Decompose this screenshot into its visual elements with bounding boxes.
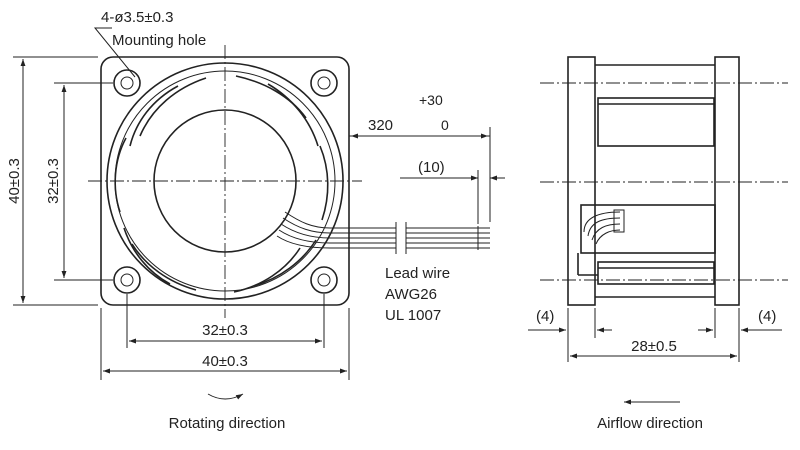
rotating-direction: Rotating direction [169, 393, 286, 432]
strip-length-label: (10) [418, 159, 445, 176]
width-pitch-label: 32±0.3 [202, 322, 248, 339]
height-outer-label: 40±0.3 [6, 158, 23, 204]
lead-length-nominal: 320 [368, 117, 393, 134]
mounting-hole-label: Mounting hole [112, 32, 206, 49]
lead-wire-label: Lead wire AWG26 UL 1007 [385, 265, 450, 324]
dimension-width-outer: 40±0.3 [100, 308, 350, 380]
mounting-hole-top-right [310, 69, 338, 97]
dimension-width-pitch: 32±0.3 [126, 294, 325, 348]
fan-blades [114, 75, 329, 293]
dimension-flange-right: (4) [698, 308, 782, 333]
side-housing [577, 64, 716, 298]
lead-wire-label-line3: UL 1007 [385, 307, 441, 324]
dimension-flange-left: (4) [528, 308, 612, 333]
mounting-hole-bottom-right [310, 266, 338, 294]
mounting-hole-spec: 4-ø3.5±0.3 [101, 9, 173, 26]
lead-wire-bundle [276, 211, 490, 254]
depth-label: 28±0.5 [631, 338, 677, 355]
rotating-direction-label: Rotating direction [169, 415, 286, 432]
lead-wire-label-line1: Lead wire [385, 265, 450, 282]
mounting-hole-callout: 4-ø3.5±0.3 Mounting hole [93, 9, 206, 78]
lead-wire-label-line2: AWG26 [385, 286, 437, 303]
dimension-lead-length: +30 320 0 [349, 92, 491, 222]
rotating-direction-arrow-icon [207, 393, 244, 400]
side-view: (4) (4) 28±0.5 Airflow direction [528, 56, 788, 432]
side-flange-left [567, 56, 596, 306]
width-outer-label: 40±0.3 [202, 353, 248, 370]
side-flange-right [714, 56, 740, 306]
dimension-depth: 28±0.5 [570, 338, 737, 359]
mounting-hole-top-left [113, 69, 141, 97]
mounting-holes [113, 69, 338, 294]
front-view: 4-ø3.5±0.3 Mounting hole 40±0.3 32±0.3 3… [6, 9, 505, 432]
airflow-direction-label: Airflow direction [597, 415, 703, 432]
side-extension-lines [567, 308, 740, 362]
lead-length-tolerance-upper: +30 [419, 92, 443, 108]
flange-right-label: (4) [758, 308, 776, 325]
airflow-direction: Airflow direction [597, 399, 703, 432]
lead-length-tolerance-lower: 0 [441, 117, 449, 133]
dimension-height-pitch: 32±0.3 [45, 82, 113, 281]
mounting-hole-bottom-left [113, 266, 141, 294]
dimension-height-outer: 40±0.3 [6, 56, 98, 306]
flange-left-label: (4) [536, 308, 554, 325]
height-pitch-label: 32±0.3 [45, 158, 62, 204]
side-wire-exit [583, 209, 625, 245]
dimension-strip-length: (10) [400, 159, 505, 224]
